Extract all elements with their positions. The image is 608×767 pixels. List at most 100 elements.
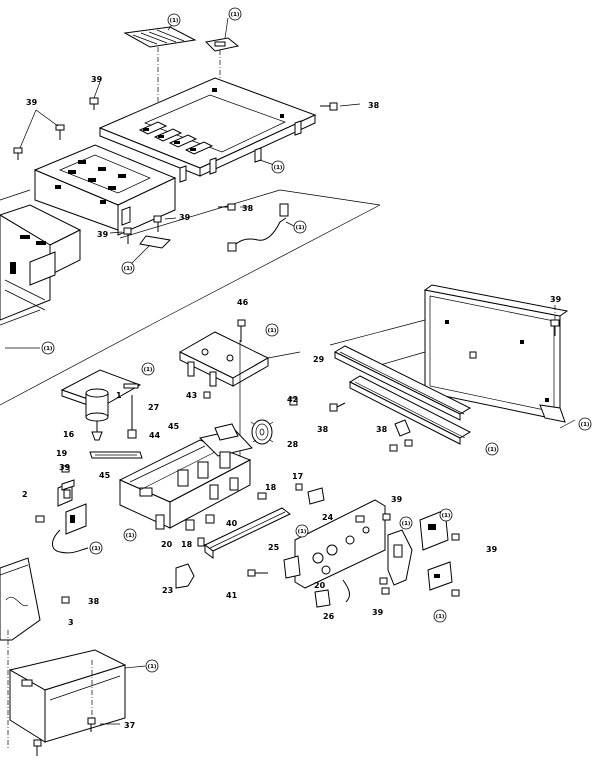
callout-label: 37 xyxy=(124,721,135,730)
ref-marker-circle: (1) xyxy=(295,524,309,538)
connector xyxy=(279,203,289,217)
left-chassis xyxy=(33,144,177,236)
callout-label: 39 xyxy=(550,295,562,304)
motor-assembly xyxy=(60,369,142,441)
ref-marker-circle: (1) xyxy=(123,528,137,542)
bottom-left-plate xyxy=(0,557,41,641)
svg-text:(1): (1) xyxy=(436,614,445,620)
cable-harness xyxy=(231,217,287,249)
bracket-right xyxy=(387,529,413,586)
svg-text:(1): (1) xyxy=(148,664,157,670)
callout-label: 39 xyxy=(372,608,384,617)
callout-label: 43 xyxy=(186,391,197,400)
callout-label: 28 xyxy=(287,440,299,449)
ref-marker-circle: (1) xyxy=(399,516,413,530)
cable xyxy=(342,579,351,603)
callout-label: 23 xyxy=(162,586,173,595)
callout-label: 24 xyxy=(322,513,334,522)
ref-marker-circle: (1) xyxy=(271,160,285,174)
callout-label: 38 xyxy=(368,101,380,110)
left-bracket xyxy=(57,479,75,507)
svg-text:(1): (1) xyxy=(402,521,411,527)
top-chassis-assembly xyxy=(0,17,381,406)
ref-marker-circle: (1) xyxy=(485,442,499,456)
screw xyxy=(123,227,132,244)
callouts: 39 39 38 39 38 39 46 29 39 43 42 1 27 44… xyxy=(22,75,562,730)
ref-marker-circle: (1) xyxy=(167,13,181,27)
ref-marker-circle: (1) xyxy=(121,261,135,275)
callout-label: 45 xyxy=(99,471,111,480)
callout-label: 39 xyxy=(486,545,498,554)
ref-marker-circle: (1) xyxy=(141,362,155,376)
ground-bracket xyxy=(139,235,172,249)
callout-label: 44 xyxy=(149,431,161,440)
callout-label: 39 xyxy=(97,230,109,239)
svg-text:(1): (1) xyxy=(126,533,135,539)
guide-rail xyxy=(333,345,472,421)
screw xyxy=(320,102,338,111)
small-part xyxy=(185,483,325,547)
sensor xyxy=(35,503,89,554)
screw xyxy=(13,147,23,160)
callout-label: 2 xyxy=(22,490,28,499)
svg-text:(1): (1) xyxy=(92,546,101,552)
callout-label: 39 xyxy=(391,495,403,504)
callout-label: 41 xyxy=(226,591,238,600)
callout-label: 1 xyxy=(116,391,122,400)
callout-label: 46 xyxy=(237,298,249,307)
callout-label: 39 xyxy=(91,75,103,84)
svg-text:(1): (1) xyxy=(268,328,277,334)
ref-marker-circle: (1) xyxy=(293,220,307,234)
callout-label: 18 xyxy=(265,483,277,492)
callout-label: 45 xyxy=(168,422,180,431)
ref-marker-circle: (1) xyxy=(439,508,453,522)
connector xyxy=(227,242,237,252)
ref-marker-circle: (1) xyxy=(228,7,242,21)
gear xyxy=(250,419,274,445)
ref-marker-circle: (1) xyxy=(41,341,55,355)
svg-text:(1): (1) xyxy=(488,447,497,453)
callout-label: 17 xyxy=(292,472,303,481)
clip-part xyxy=(283,555,301,579)
callout-label: 20 xyxy=(161,540,173,549)
upper-bracket xyxy=(178,319,301,470)
sensor-board xyxy=(419,509,449,551)
svg-text:(1): (1) xyxy=(298,529,307,535)
ref-marker-circle: (1) xyxy=(265,323,279,337)
callout-label: 29 xyxy=(313,355,325,364)
guide-rail xyxy=(348,375,472,445)
bottom-cover xyxy=(7,630,127,756)
screw xyxy=(89,97,99,110)
callout-label: 38 xyxy=(376,425,388,434)
callout-label: 39 xyxy=(26,98,38,107)
callout-label: 19 xyxy=(56,449,68,458)
svg-text:(1): (1) xyxy=(296,225,305,231)
callout-label: 18 xyxy=(181,540,193,549)
ref-marker-circle: (1) xyxy=(578,417,592,431)
rear-plate-assembly xyxy=(329,284,576,429)
svg-text:(1): (1) xyxy=(274,165,283,171)
svg-text:(1): (1) xyxy=(231,12,240,18)
drive-shaft xyxy=(89,451,143,459)
screw xyxy=(218,203,236,211)
sensor-board xyxy=(427,561,453,591)
svg-text:(1): (1) xyxy=(44,346,53,352)
callout-label: 3 xyxy=(68,618,74,627)
callout-label: 38 xyxy=(317,425,329,434)
svg-text:(1): (1) xyxy=(442,513,451,519)
callout-label: 39 xyxy=(179,213,191,222)
spring-clip xyxy=(175,563,195,589)
callout-label: 40 xyxy=(226,519,238,528)
callout-label: 25 xyxy=(268,543,280,552)
label-sheet xyxy=(123,26,197,125)
gear xyxy=(91,431,103,441)
main-carriage xyxy=(118,423,253,530)
callout-label: 39 xyxy=(59,463,71,472)
side-plate xyxy=(294,499,386,589)
ref-marker-circle: (1) xyxy=(145,659,159,673)
svg-text:(1): (1) xyxy=(170,18,179,24)
callout-label: 27 xyxy=(148,403,159,412)
main-frame-plate xyxy=(98,77,317,183)
svg-text:(1): (1) xyxy=(581,422,590,428)
screw xyxy=(153,215,162,232)
